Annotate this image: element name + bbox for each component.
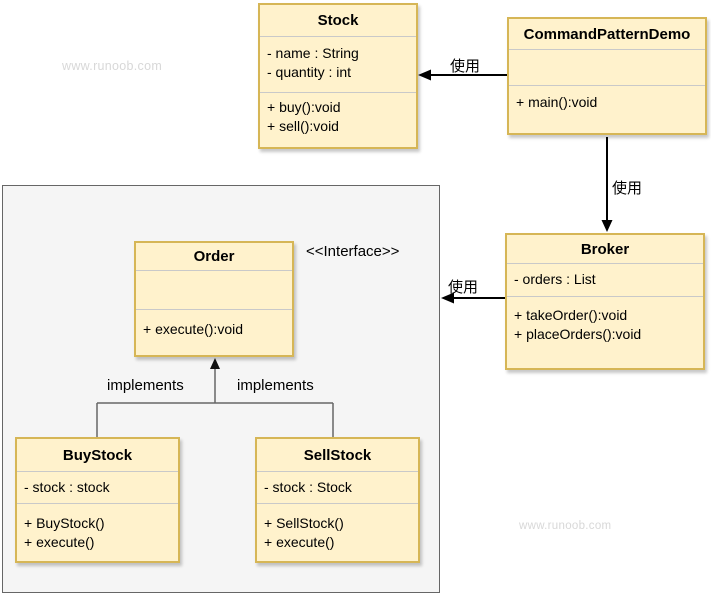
- attribute: - stock : Stock: [264, 479, 352, 495]
- watermark-top-left: www.runoob.com: [62, 59, 163, 73]
- method: + sell():void: [267, 118, 339, 134]
- attribute: - orders : List: [514, 271, 596, 287]
- class-box-stock: Stock - name : String - quantity : int + …: [258, 3, 418, 149]
- class-box-sell-stock: SellStock - stock : Stock + SellStock()+…: [255, 437, 420, 563]
- method: + SellStock(): [264, 515, 344, 531]
- method: + execute():void: [143, 321, 243, 337]
- class-title-command-pattern-demo: CommandPatternDemo: [509, 19, 705, 50]
- class-box-order: Order + execute():void: [134, 241, 294, 357]
- class-attributes-buy-stock: - stock : stock: [17, 472, 178, 504]
- attribute: - name : String: [267, 45, 359, 61]
- implements-label-right: implements: [237, 377, 314, 394]
- class-attributes-command-pattern-demo: [509, 50, 705, 86]
- attribute: - stock : stock: [24, 479, 110, 495]
- method: + BuyStock(): [24, 515, 105, 531]
- method: + execute(): [264, 534, 335, 550]
- class-methods-broker: + takeOrder():void + placeOrders():void: [507, 297, 703, 368]
- class-title-buy-stock: BuyStock: [17, 439, 178, 472]
- class-methods-order: + execute():void: [136, 310, 292, 355]
- method: + buy():void: [267, 99, 341, 115]
- class-box-broker: Broker - orders : List + takeOrder():voi…: [505, 233, 705, 370]
- class-title-stock: Stock: [260, 5, 416, 37]
- class-title-sell-stock: SellStock: [257, 439, 418, 472]
- class-methods-sell-stock: + SellStock() + execute(): [257, 504, 418, 561]
- uses-arrow-demo-to-broker: [601, 137, 613, 232]
- method: + placeOrders():void: [514, 326, 642, 342]
- class-attributes-sell-stock: - stock : Stock: [257, 472, 418, 504]
- uses-label-broker-to-order: 使用: [448, 279, 479, 296]
- class-attributes-broker: - orders : List: [507, 264, 703, 297]
- interface-stereotype-label: <<Interface>>: [306, 243, 400, 260]
- uses-label-demo-to-broker: 使用: [612, 180, 643, 197]
- class-methods-command-pattern-demo: + main():void: [509, 86, 705, 133]
- method: + takeOrder():void: [514, 307, 628, 323]
- watermark-bottom-right: www.runoob.com: [519, 520, 612, 532]
- method: + execute(): [24, 534, 95, 550]
- attribute: - quantity : int: [267, 64, 352, 80]
- uses-label-demo-to-stock: 使用: [450, 58, 481, 75]
- class-box-buy-stock: BuyStock - stock : stock + BuyStock() + e…: [15, 437, 180, 563]
- class-box-command-pattern-demo: CommandPatternDemo + main():void: [507, 17, 707, 135]
- implements-label-left: implements: [107, 377, 184, 394]
- method: + main():void: [516, 94, 598, 110]
- class-title-broker: Broker: [507, 235, 703, 264]
- class-attributes-stock: - name : String - quantity : int: [260, 37, 416, 93]
- class-attributes-order: [136, 271, 292, 310]
- class-methods-stock: + buy():void + sell():void: [260, 93, 416, 147]
- class-title-order: Order: [136, 243, 292, 271]
- class-methods-buy-stock: + BuyStock() + execute(): [17, 504, 178, 561]
